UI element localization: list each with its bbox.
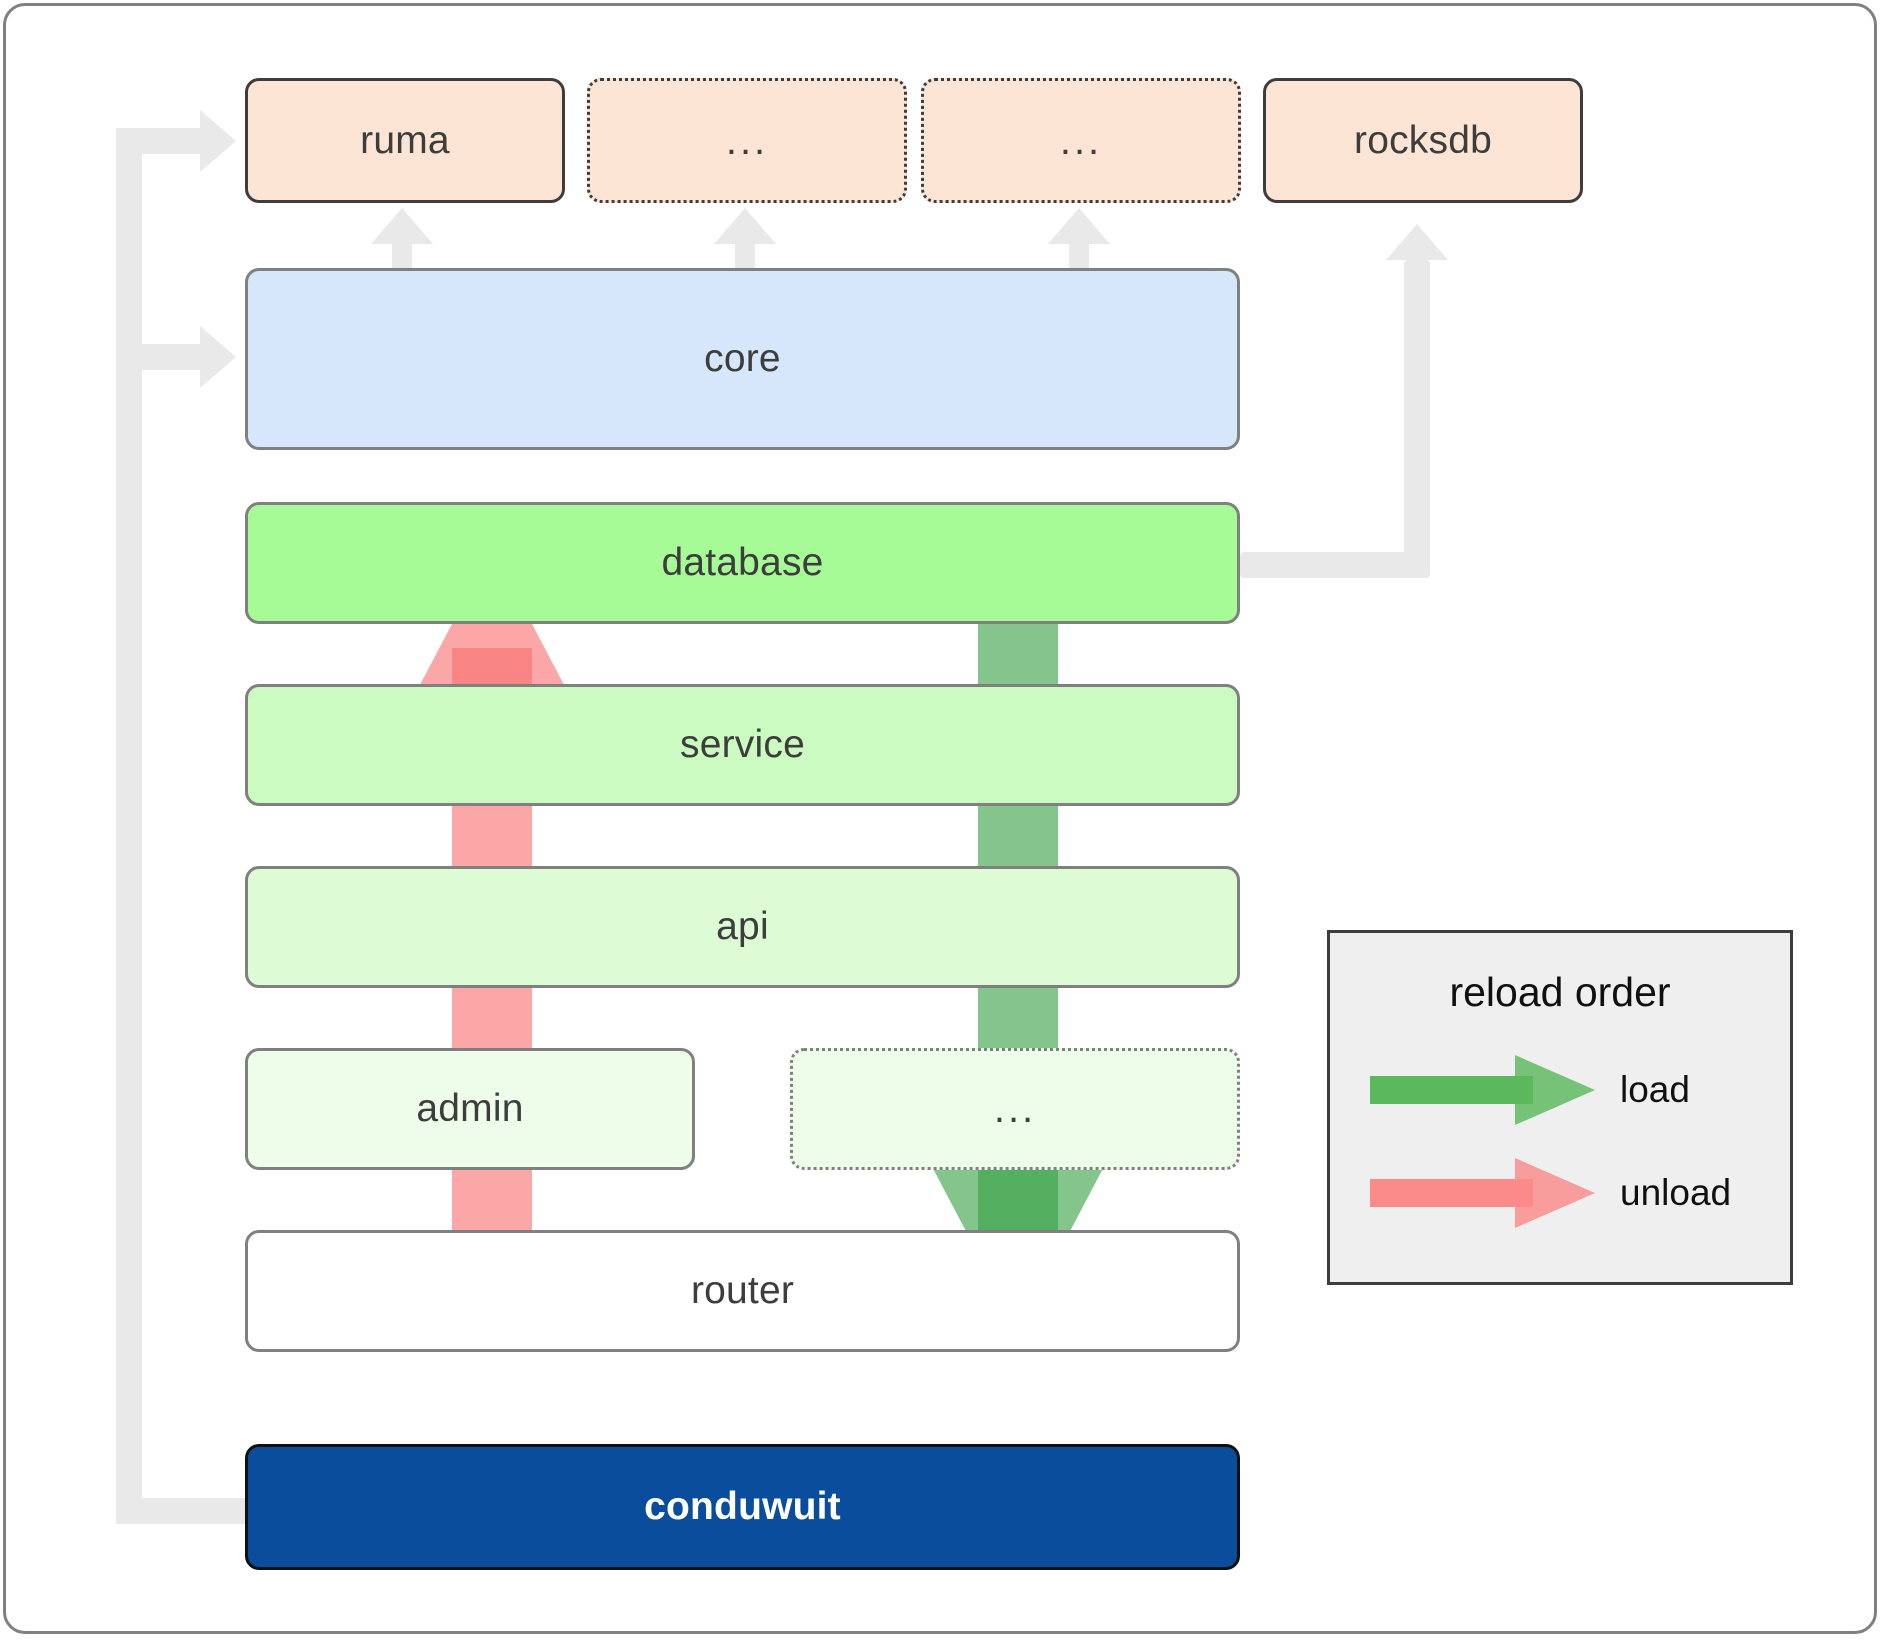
node-top-ellipsis-2[interactable]: ... <box>921 78 1241 203</box>
connector-core-to-dots2-head <box>1048 208 1110 244</box>
layer-service-label: service <box>680 723 805 766</box>
node-conduwuit-label: conduwuit <box>644 1485 841 1528</box>
layer-ellipsis-label: ... <box>993 1087 1037 1131</box>
layer-service[interactable]: service <box>245 684 1240 806</box>
connector-core-to-dots2-stem <box>1069 240 1089 272</box>
layer-core[interactable]: core <box>245 268 1240 450</box>
node-rocksdb[interactable]: rocksdb <box>1263 78 1583 203</box>
connector-arrowhead-rocksdb <box>1386 224 1448 260</box>
node-ruma[interactable]: ruma <box>245 78 565 203</box>
diagram-frame <box>3 3 1877 1634</box>
legend-load-label: load <box>1620 1069 1690 1110</box>
layer-ellipsis[interactable]: ... <box>790 1048 1240 1170</box>
connector-database-to-rocksdb-horizontal <box>1240 552 1430 578</box>
legend-box: reload order load unload <box>1327 930 1793 1285</box>
connector-arrowhead-ruma <box>200 110 236 172</box>
connector-core-to-ruma-stem <box>392 240 412 272</box>
connector-core-to-ruma-head <box>371 208 433 244</box>
node-top-ellipsis-1-label: ... <box>725 118 769 163</box>
connector-branch-to-core <box>116 344 206 370</box>
layer-api-label: api <box>716 905 769 948</box>
connector-branch-to-conduwuit <box>116 1498 256 1524</box>
connector-core-to-dots1-head <box>714 208 776 244</box>
connector-database-to-rocksdb-vertical <box>1404 260 1430 570</box>
layer-database[interactable]: database <box>245 502 1240 624</box>
legend-load-arrow-shaft <box>1370 1076 1533 1104</box>
node-conduwuit[interactable]: conduwuit <box>245 1444 1240 1570</box>
node-top-ellipsis-1[interactable]: ... <box>587 78 907 203</box>
connector-branch-to-ruma <box>116 128 206 154</box>
legend-load-arrow-head <box>1515 1055 1595 1125</box>
node-ruma-label: ruma <box>360 118 450 162</box>
layer-core-label: core <box>704 337 781 380</box>
layer-router-label: router <box>690 1269 795 1312</box>
layer-api[interactable]: api <box>245 866 1240 988</box>
legend-unload-arrow-head <box>1515 1158 1595 1228</box>
connector-core-to-dots1-stem <box>735 240 755 272</box>
layer-admin[interactable]: admin <box>245 1048 695 1170</box>
legend-title: reload order <box>1449 969 1671 1015</box>
legend-unload-label: unload <box>1620 1172 1732 1213</box>
node-rocksdb-label: rocksdb <box>1354 118 1492 162</box>
layer-admin-label: admin <box>416 1087 524 1130</box>
layer-router[interactable]: router <box>245 1230 1240 1352</box>
connector-arrowhead-core <box>200 326 236 388</box>
layer-database-label: database <box>661 541 824 584</box>
legend-unload-arrow-shaft <box>1370 1179 1533 1207</box>
connector-trunk-vertical <box>116 128 142 1524</box>
node-top-ellipsis-2-label: ... <box>1059 118 1103 163</box>
